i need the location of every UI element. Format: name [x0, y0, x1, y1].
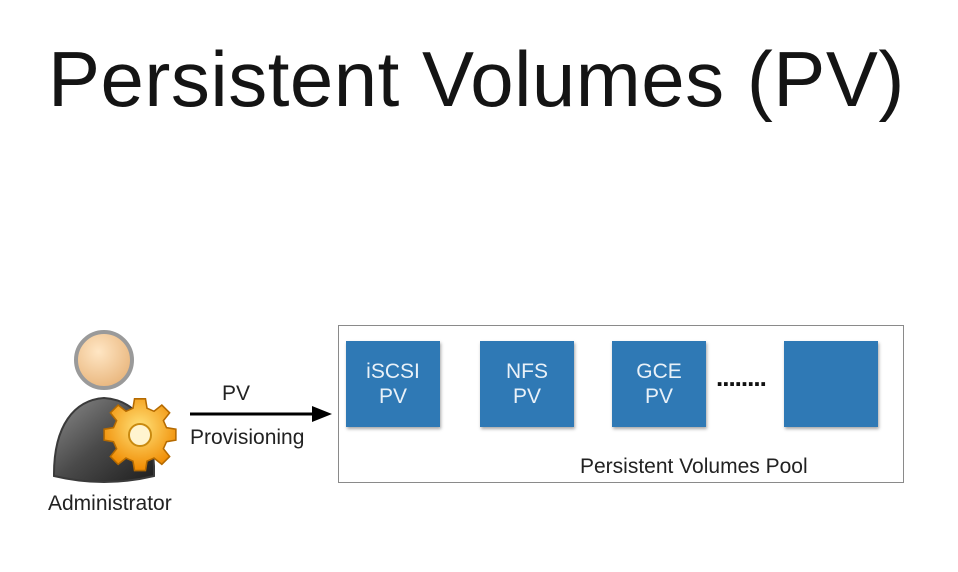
- provisioning-arrow: [190, 406, 332, 422]
- arrow-label-pv: PV: [222, 382, 251, 405]
- pv-box-label-line2: PV: [512, 385, 541, 408]
- pv-box-label-line1: NFS: [506, 360, 548, 383]
- pv-box-label-line1: GCE: [636, 360, 682, 383]
- pv-box-label-line1: iSCSI: [366, 360, 420, 383]
- persistent-volumes-pool: [338, 325, 904, 483]
- admin-gear-icon: [53, 330, 177, 483]
- ellipsis: ........: [716, 362, 767, 392]
- pv-box-nfs: NFS PV: [480, 341, 574, 427]
- arrow-label-provisioning: Provisioning: [190, 426, 305, 449]
- pool-label: Persistent Volumes Pool: [580, 455, 808, 478]
- page-title: Persistent Volumes (PV): [48, 35, 905, 123]
- pv-box-label-line2: PV: [644, 385, 673, 408]
- administrator-label: Administrator: [48, 492, 172, 515]
- pv-box-label-line2: PV: [378, 385, 407, 408]
- pv-box-empty: [784, 341, 878, 427]
- pv-box-gce: GCE PV: [612, 341, 706, 427]
- pv-box-iscsi: iSCSI PV: [346, 341, 440, 427]
